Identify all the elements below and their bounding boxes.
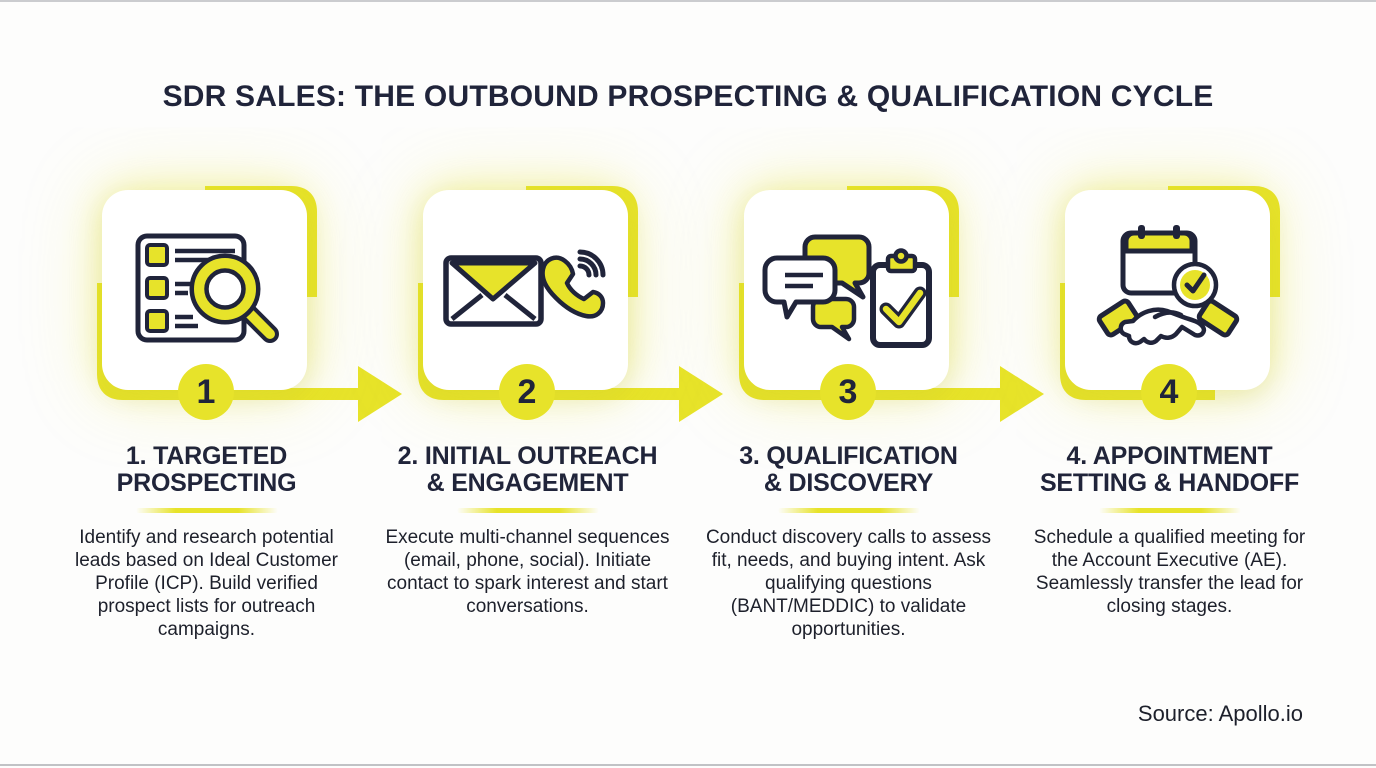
yellow-divider (1098, 508, 1241, 513)
step-number: 4 (1159, 372, 1179, 411)
step-column-2: 2. INITIAL OUTREACH & ENGAGEMENT Execute… (367, 443, 688, 642)
chat-clipboard-check-icon (762, 234, 932, 348)
prospect-list-search-icon (135, 233, 279, 343)
step-title-line1: 4. APPOINTMENT (1066, 442, 1273, 470)
step-title-line2: & ENGAGEMENT (426, 469, 629, 497)
bottom-edge-line (0, 764, 1376, 766)
email-phone-icon (442, 249, 605, 327)
yellow-divider (135, 508, 278, 513)
calendar-handshake-icon (1096, 225, 1239, 346)
steps-flow-row: 1 2 3 4 (0, 175, 1376, 425)
step-card-2 (423, 190, 628, 390)
step-title-line1: 3. QUALIFICATION (739, 442, 958, 470)
step-number-badge: 1 (178, 364, 234, 420)
step-column-4: 4. APPOINTMENT SETTING & HANDOFF Schedul… (1009, 443, 1330, 642)
corner-bracket-bottom-left (1060, 283, 1215, 400)
step-card-3 (744, 190, 949, 390)
source-credit: Source: Apollo.io (1137, 701, 1303, 726)
step-number: 3 (838, 372, 858, 411)
step-number-badge: 2 (499, 364, 555, 420)
step-column-3: 3. QUALIFICATION & DISCOVERY Conduct dis… (688, 443, 1009, 642)
step-card-1 (102, 190, 307, 390)
step-texts-row: 1. TARGETED PROSPECTING Identify and res… (46, 443, 1330, 642)
flow-arrowhead (1000, 366, 1044, 422)
corner-bracket-bottom-left (418, 283, 681, 400)
step-column-1: 1. TARGETED PROSPECTING Identify and res… (46, 443, 367, 642)
step-number: 2 (517, 372, 537, 411)
step-title: 2. INITIAL OUTREACH & ENGAGEMENT (367, 443, 688, 497)
step-number-badge: 3 (820, 364, 876, 420)
step-number: 1 (196, 372, 216, 411)
step-description: Identify and research potential leads ba… (75, 527, 338, 640)
yellow-divider (777, 508, 920, 513)
page-title: SDR SALES: THE OUTBOUND PROSPECTING & QU… (162, 80, 1214, 113)
step-description: Execute multi-channel sequences (email, … (385, 527, 670, 617)
top-edge-line (0, 0, 1376, 2)
corner-bracket-bottom-left (97, 283, 360, 400)
step-title: 4. APPOINTMENT SETTING & HANDOFF (1009, 443, 1330, 497)
step-title-line1: 1. TARGETED (125, 442, 288, 470)
step-title-line2: PROSPECTING (116, 469, 297, 497)
flow-arrowhead (358, 366, 402, 422)
step-card-4 (1065, 190, 1270, 390)
corner-bracket-bottom-left (739, 283, 1002, 400)
step-number-badge: 4 (1141, 364, 1197, 420)
step-title-line1: 2. INITIAL OUTREACH (397, 442, 658, 470)
step-title-line2: & DISCOVERY (763, 469, 934, 497)
step-title: 1. TARGETED PROSPECTING (46, 443, 367, 497)
step-title: 3. QUALIFICATION & DISCOVERY (688, 443, 1009, 497)
yellow-divider (456, 508, 599, 513)
step-title-line2: SETTING & HANDOFF (1039, 469, 1300, 497)
step-description: Schedule a qualified meeting for the Acc… (1033, 527, 1306, 617)
flow-arrowhead (679, 366, 723, 422)
step-description: Conduct discovery calls to assess fit, n… (705, 527, 992, 640)
